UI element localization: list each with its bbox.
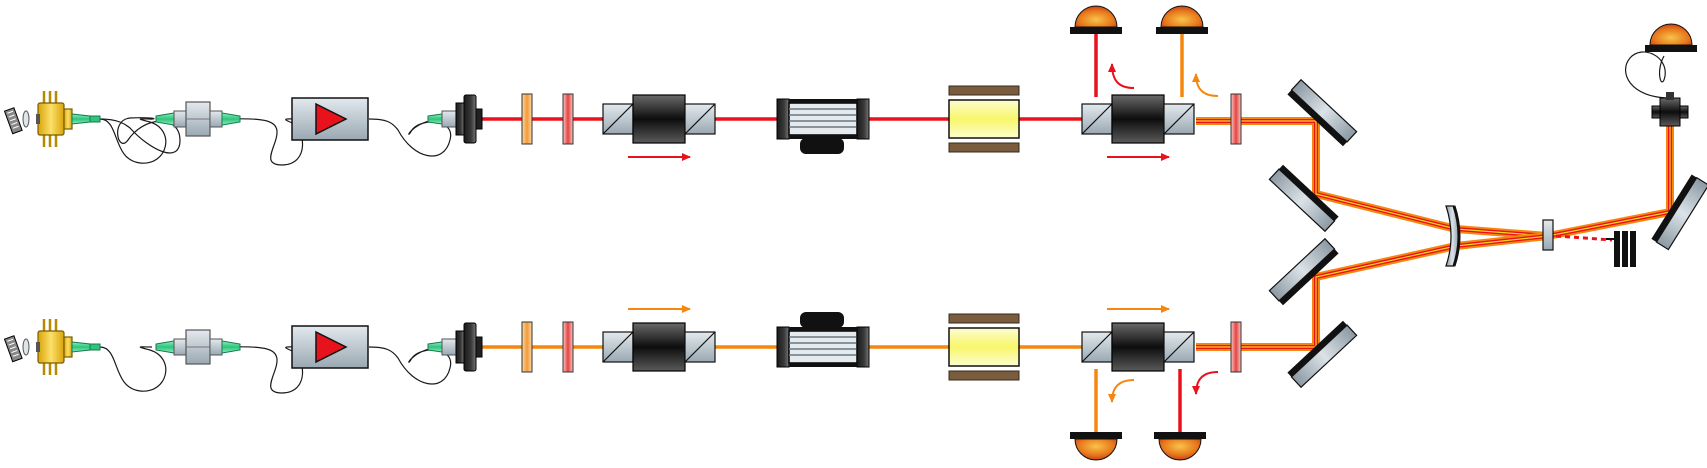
- nonlinear-crystal: [1542, 219, 1554, 251]
- output-fiber-coupler: [1651, 92, 1689, 127]
- beam-dump: [1606, 231, 1636, 267]
- half-wave-plate-1-top: [521, 93, 533, 145]
- beam-combined: [1196, 117, 1674, 351]
- wave-plate-top-out: [1230, 93, 1242, 145]
- fibers: [99, 51, 1671, 394]
- cavity: [1268, 23, 1707, 388]
- bottom-arm: [3, 305, 1242, 461]
- mirror-bottom-2: [1286, 320, 1358, 388]
- half-wave-plate-2-top: [562, 93, 574, 145]
- beams: [460, 33, 1674, 432]
- pol-arrow-bottom-2: [1192, 371, 1219, 395]
- curved-mirror: [1445, 205, 1461, 267]
- fiber-to-output-detector: [1625, 51, 1671, 99]
- magnet-bottom-arm: [800, 312, 844, 328]
- half-wave-plate-1-bottom: [521, 321, 533, 373]
- polarizing-beam-splitter-bottom: [1081, 322, 1195, 372]
- pol-arrow-top-1: [1108, 63, 1135, 89]
- top-arm: [3, 5, 1242, 161]
- wave-plate-bottom-out: [1230, 321, 1242, 373]
- polarizing-beam-splitter-top: [1081, 94, 1195, 144]
- magnet-top-arm: [800, 138, 844, 154]
- pol-arrow-bottom-1: [1108, 379, 1135, 403]
- pol-arrow-top-2: [1192, 73, 1219, 97]
- half-wave-plate-2-bottom: [562, 321, 574, 373]
- mirror-top-1: [1286, 79, 1358, 147]
